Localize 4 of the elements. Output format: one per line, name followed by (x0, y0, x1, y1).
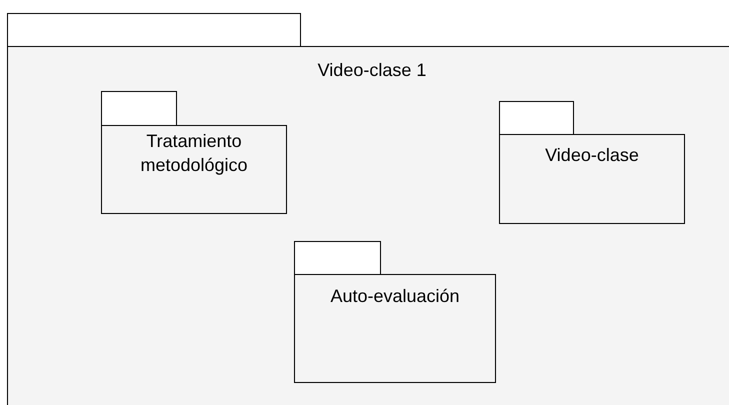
package-name: Video-clase (544, 144, 640, 167)
package-name: Video-clase 1 (316, 59, 428, 82)
package-name: Tratamiento metodológico (139, 130, 249, 177)
package-name: Auto-evaluación (329, 285, 461, 308)
